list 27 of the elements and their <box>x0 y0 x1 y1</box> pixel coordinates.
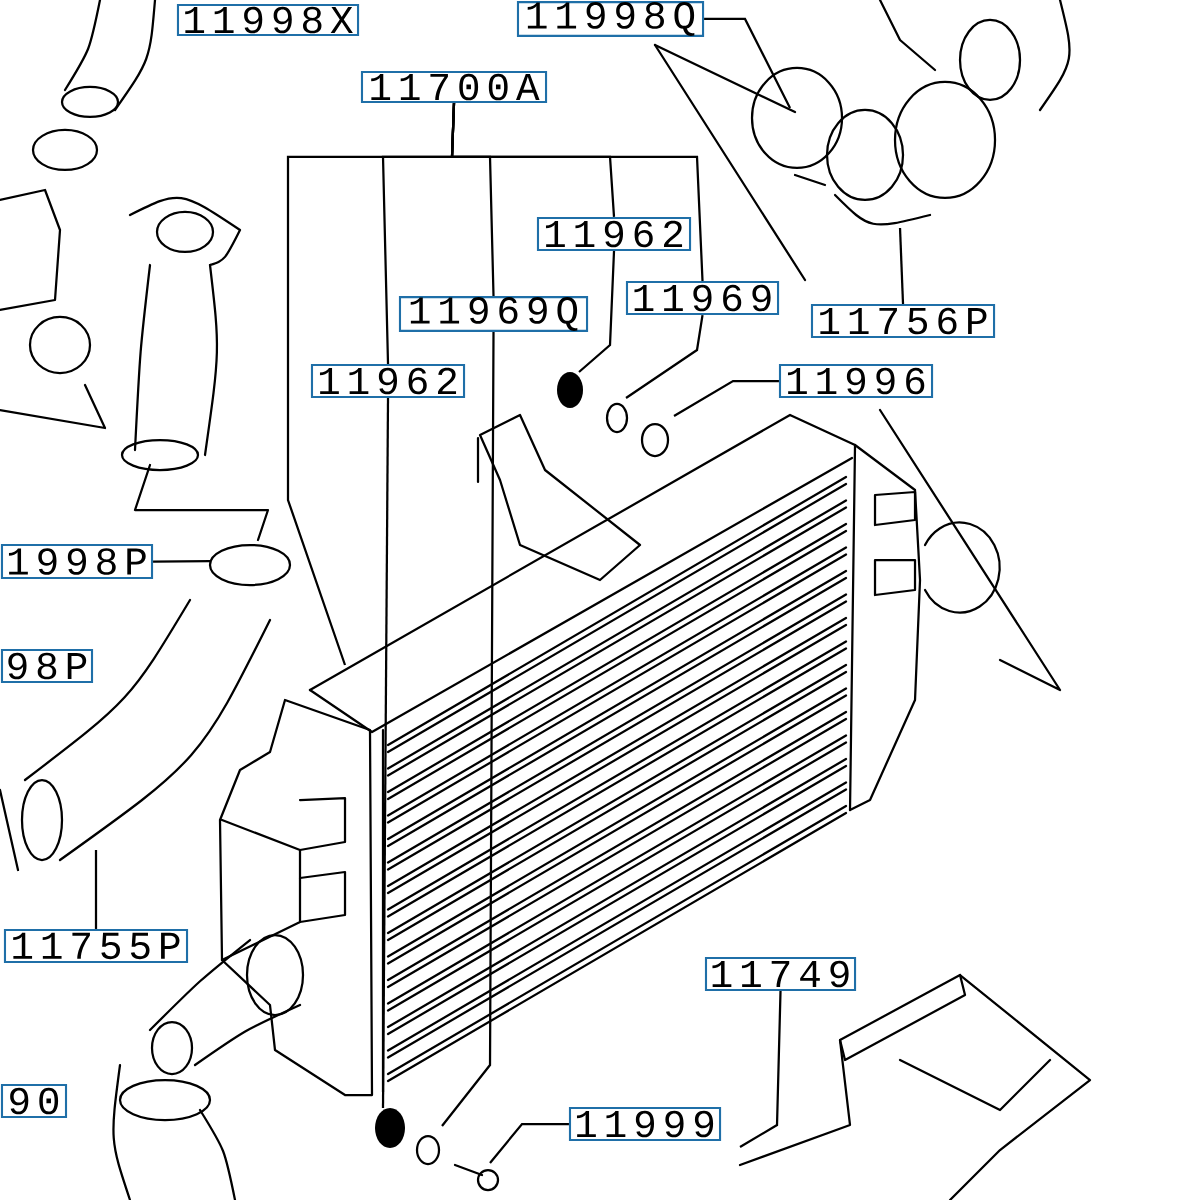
part-number-box: 11996 <box>778 363 934 399</box>
leader-line <box>286 103 456 666</box>
leader-line <box>153 559 210 563</box>
part-number-box: 1998P <box>0 543 154 580</box>
part-number-box: 11962 <box>310 363 466 399</box>
leader-line <box>578 251 616 373</box>
part-number-box: 11998X <box>176 3 360 37</box>
part-number-box: 11998Q <box>516 1 705 37</box>
leader-line <box>625 314 704 399</box>
part-number-box: 11749 <box>704 956 857 992</box>
part-number-box: 11755P <box>3 928 189 964</box>
part-number-box: 90 <box>0 1083 68 1119</box>
part-number-box: 11962 <box>536 216 692 252</box>
leader-line <box>94 850 98 929</box>
part-number-box: 98P <box>0 648 94 684</box>
part-number-box: 11969 <box>625 280 780 316</box>
leader-line <box>381 398 390 1108</box>
leader-line <box>489 1122 569 1164</box>
part-number-box: 11969Q <box>398 296 589 332</box>
leader-line <box>739 991 782 1148</box>
leader-line <box>441 331 495 1127</box>
leader-line <box>704 17 792 109</box>
leader-line <box>673 379 779 417</box>
part-number-box: 11756P <box>810 303 996 339</box>
part-number-box: 11700A <box>360 70 548 104</box>
part-number-box: 11999 <box>568 1106 722 1142</box>
leader-line <box>898 227 905 304</box>
